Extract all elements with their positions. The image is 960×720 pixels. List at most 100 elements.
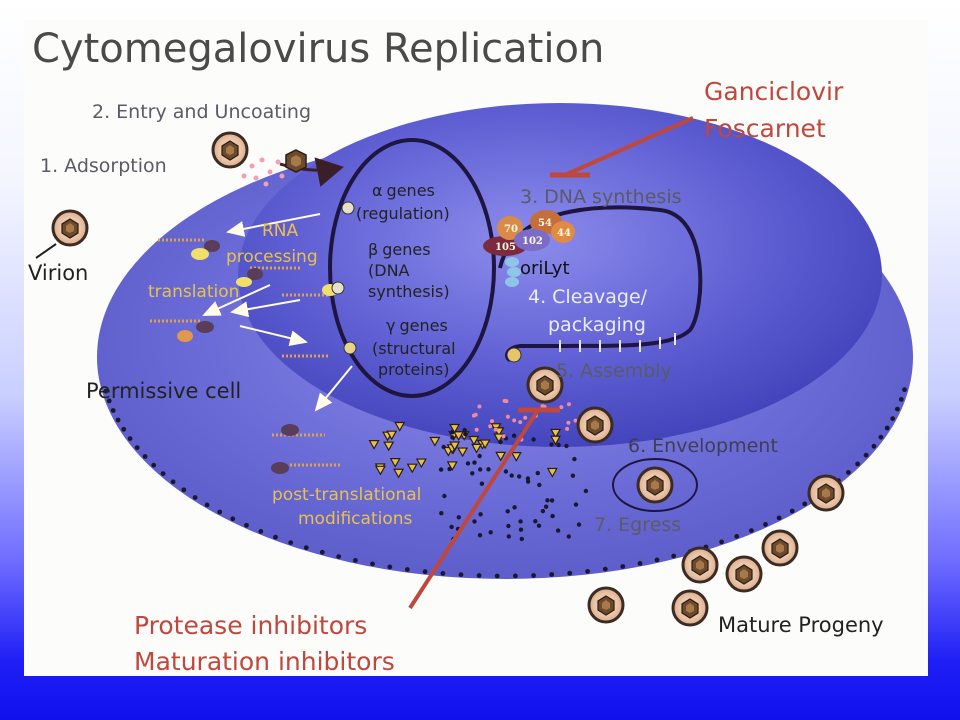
membrane-dot [549, 572, 555, 577]
membrane-dot [160, 471, 166, 476]
membrane-dot [654, 557, 660, 563]
membrane-dot [273, 534, 278, 540]
membrane-dot [353, 558, 358, 563]
dense-body-dot [506, 523, 511, 529]
viral-genome-loop [328, 138, 496, 398]
membrane-dot [387, 564, 393, 570]
dense-body-dot [519, 536, 524, 542]
membrane-dot [567, 570, 573, 576]
replication-complex: 70 54 44 102 105 [483, 210, 575, 287]
dense-body-dot [486, 467, 491, 472]
capsid-protein [546, 467, 558, 478]
membrane-dot [458, 572, 464, 578]
membrane-dot [142, 454, 148, 459]
ptm-label-2: modifications [298, 509, 413, 529]
tegument-dot [573, 418, 578, 423]
dense-body-dot [518, 527, 524, 532]
dense-body-dot [503, 469, 509, 474]
dense-body-dot [478, 512, 483, 517]
permissive-cell-label: Permissive cell [86, 379, 241, 403]
dense-body-dot [465, 461, 471, 466]
capsid-protein [449, 441, 461, 452]
step-5-assembly: 5. Assembly [556, 360, 672, 382]
capsid-protein [449, 423, 461, 434]
rna-processing-label-1: RNA [262, 221, 299, 241]
membrane-dot [303, 545, 309, 551]
tegument-dot [566, 420, 571, 425]
capsid-assembly [368, 398, 589, 542]
membrane-dot [776, 515, 782, 521]
drug-foscarnet: Foscarnet [704, 114, 826, 143]
capsid-protein [389, 458, 401, 468]
membrane-dot [115, 417, 121, 423]
dense-body-dot [509, 473, 514, 478]
membrane-dot [585, 569, 590, 574]
membrane-dot [802, 501, 808, 507]
tegument-dot [567, 402, 571, 407]
membrane-dot [192, 495, 198, 500]
membrane-dot [902, 387, 907, 393]
protein-102: 102 [522, 236, 543, 247]
concatemer-marks [559, 333, 676, 352]
tegument-dot [518, 420, 523, 425]
membrane-dot [319, 549, 325, 555]
dense-body-dot [537, 482, 542, 488]
step-4-packaging: packaging [548, 314, 646, 336]
gamma-genes-function-2: proteins) [378, 360, 449, 379]
drug-maturation-inhibitors: Maturation inhibitors [134, 647, 395, 676]
dense-body-dot [470, 471, 475, 476]
membrane-dot [258, 529, 264, 534]
tegument-dot [477, 404, 482, 409]
transport-arrows [202, 213, 353, 412]
dense-body-dot [447, 466, 452, 472]
membrane-dot [531, 573, 536, 578]
dense-body-dot [505, 509, 510, 514]
capsid-protein [510, 452, 522, 462]
membrane-dot [440, 571, 446, 576]
dense-body-dot [583, 488, 589, 494]
step-7-egress: 7. Egress [594, 514, 681, 536]
gamma-genes-function-1: (structural [372, 339, 456, 358]
capsid-protein [468, 435, 480, 446]
beta-genes-function-2: synthesis) [368, 282, 450, 301]
protein-105: 105 [495, 242, 516, 253]
tegument-dot [523, 415, 528, 420]
capsid-protein [374, 465, 386, 476]
membrane-dot [217, 509, 223, 515]
membrane-dot [170, 479, 176, 485]
capsid-protein [550, 435, 562, 446]
dense-body-dot [450, 435, 455, 440]
dense-body-dot [540, 508, 546, 514]
dense-body-dot [488, 530, 493, 535]
membrane-dot [244, 522, 249, 528]
capsid-protein [457, 447, 469, 458]
tegument-dot [493, 427, 498, 432]
progeny-virion [671, 589, 709, 627]
dense-body-dot [536, 523, 542, 528]
membrane-dot [789, 508, 795, 514]
membrane-dot [288, 540, 294, 545]
progeny-virion [761, 529, 799, 567]
capsid-protein [386, 430, 398, 441]
protease-inhibition-line [408, 408, 540, 610]
dense-body-dot [477, 453, 482, 459]
dense-body-dot [472, 460, 477, 465]
envelopment-membrane [612, 458, 698, 512]
dense-body-dot [550, 513, 555, 519]
cytoplasmic-virion [576, 406, 614, 444]
dense-body-dot [479, 481, 485, 486]
capsid-protein [394, 421, 406, 432]
capsid-protein [406, 463, 418, 474]
beta-genes-label: genes [382, 240, 430, 259]
membrane-dot [863, 452, 869, 458]
membrane-dot [151, 462, 157, 468]
membrane-dot [878, 434, 884, 440]
tegument-particles [241, 157, 285, 187]
dense-body-dot [564, 443, 569, 449]
membrane-dot [637, 561, 643, 566]
membrane-dot [370, 561, 375, 567]
